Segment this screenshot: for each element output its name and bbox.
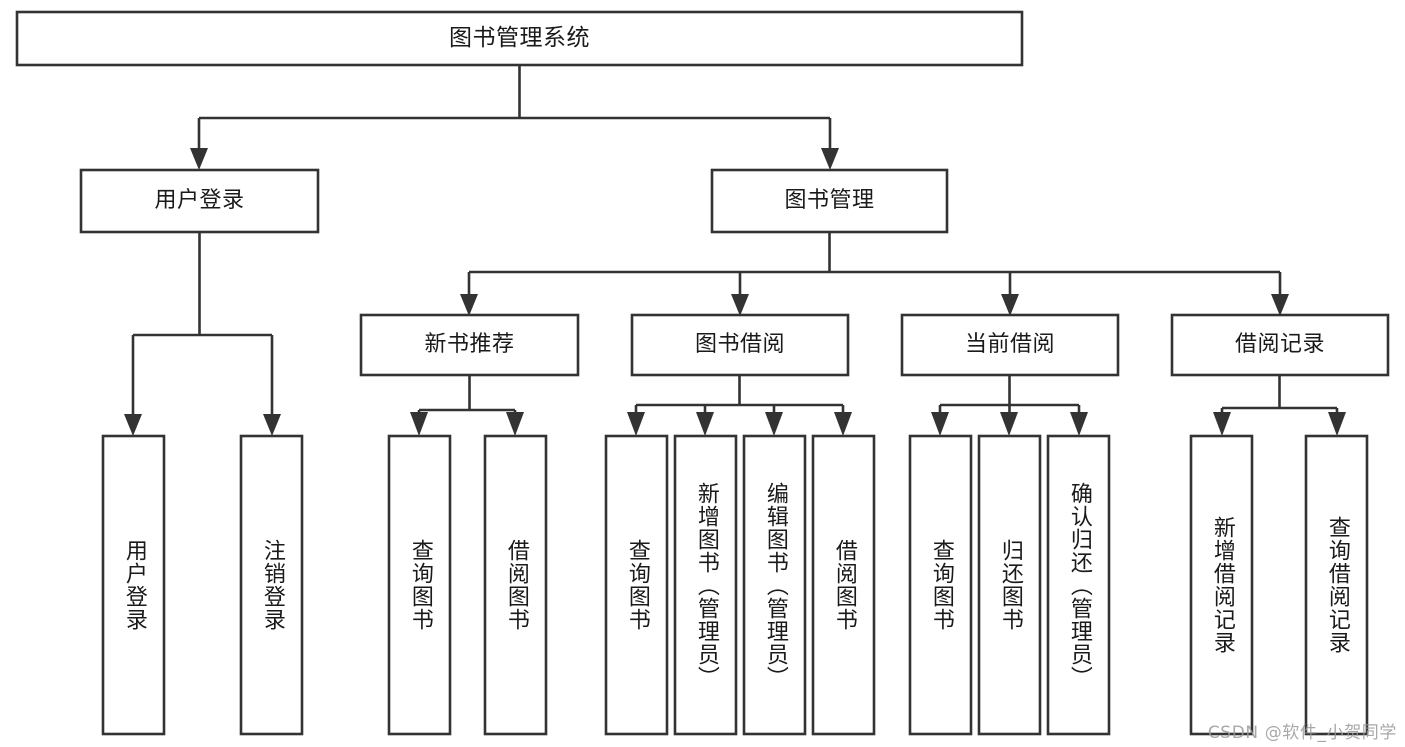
node-box-leaf[interactable] (811, 434, 876, 736)
connector-borrow-record-to-leaves (1213, 375, 1346, 436)
node-box-borrow-record[interactable] (1170, 313, 1390, 377)
node-box-leaf[interactable] (977, 434, 1042, 736)
node-box-book-borrow[interactable] (630, 313, 850, 377)
node-box-root[interactable] (15, 10, 1024, 67)
connector-new-book-to-leaves (410, 375, 524, 436)
connector-current-borrow-to-leaves (931, 375, 1088, 436)
node-box-user-login[interactable] (79, 168, 320, 234)
node-box-leaf[interactable] (673, 434, 738, 736)
node-box-current-borrow[interactable] (900, 313, 1120, 377)
node-box-new-book-recommend[interactable] (359, 313, 580, 377)
node-box-leaf[interactable] (483, 434, 548, 736)
node-box-book-management[interactable] (710, 168, 949, 234)
node-box-leaf[interactable] (101, 434, 166, 736)
node-box-leaf[interactable] (387, 434, 452, 736)
node-box-leaf[interactable] (604, 434, 669, 736)
node-box-leaf[interactable] (742, 434, 807, 736)
node-box-leaf[interactable] (1304, 434, 1369, 736)
connector-user-login-to-leaves (124, 232, 281, 436)
node-box-leaf[interactable] (239, 434, 304, 736)
connector-book-mgmt-to-level3 (460, 232, 1289, 316)
connector-book-borrow-to-leaves (627, 375, 852, 436)
connector-root-to-level2 (190, 65, 839, 170)
node-box-leaf[interactable] (1046, 434, 1111, 736)
node-box-leaf[interactable] (908, 434, 973, 736)
node-box-leaf[interactable] (1189, 434, 1254, 736)
